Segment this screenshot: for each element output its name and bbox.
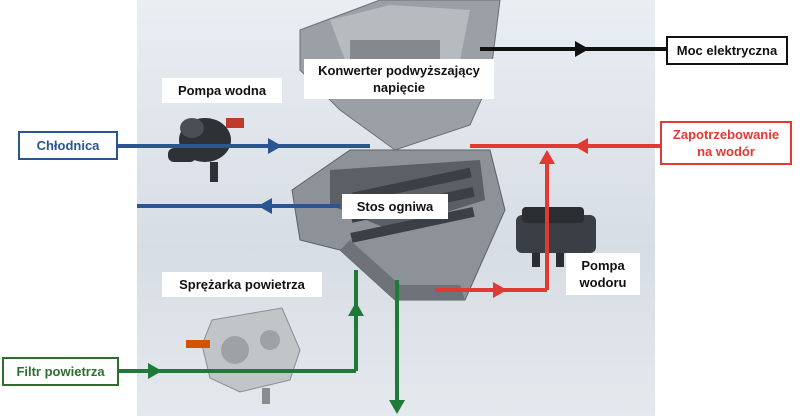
- boost-converter-label: Konwerter podwyższający napięcie: [304, 59, 494, 99]
- air-compressor-image: [186, 307, 301, 404]
- radiator-label: Chłodnica: [18, 131, 118, 160]
- electric-power-label: Moc elektryczna: [666, 36, 788, 65]
- water-pump-image: [168, 118, 244, 182]
- hydrogen-demand-arrow: [574, 138, 588, 154]
- air-supply-up-arrow: [348, 302, 364, 316]
- boost-converter-label-line1: Konwerter podwyższający: [318, 63, 480, 78]
- coolant-return-arrow: [258, 198, 272, 214]
- fuel-cell-stack-label: Stos ogniwa: [342, 194, 448, 219]
- hydrogen-pump-label: Pompa wodoru: [566, 253, 640, 295]
- electric-power-arrow: [575, 41, 589, 57]
- hydrogen-pump-label-line1: Pompa: [581, 258, 625, 273]
- hydrogen-demand-label: Zapotrzebowanie na wodór: [660, 121, 792, 165]
- hydrogen-pump-label-line2: wodoru: [579, 275, 627, 290]
- hydrogen-demand-label-line2: na wodór: [697, 144, 755, 159]
- hydrogen-demand-label-line1: Zapotrzebowanie: [672, 127, 780, 142]
- hydrogen-recirc-bottom-arrow: [493, 282, 507, 298]
- fuel-cell-stack-image: [291, 149, 506, 301]
- air-compressor-label: Sprężarka powietrza: [162, 272, 322, 297]
- boost-converter-label-line2: napięcie: [372, 80, 426, 95]
- air-exhaust-down-arrow: [389, 400, 405, 414]
- air-intake-arrow: [148, 363, 162, 379]
- hydrogen-pump-image: [516, 207, 596, 267]
- water-pump-label: Pompa wodna: [162, 78, 282, 103]
- coolant-supply-arrow: [268, 138, 282, 154]
- hydrogen-recirc-up-arrow: [539, 150, 555, 164]
- air-filter-label: Filtr powietrza: [2, 357, 119, 386]
